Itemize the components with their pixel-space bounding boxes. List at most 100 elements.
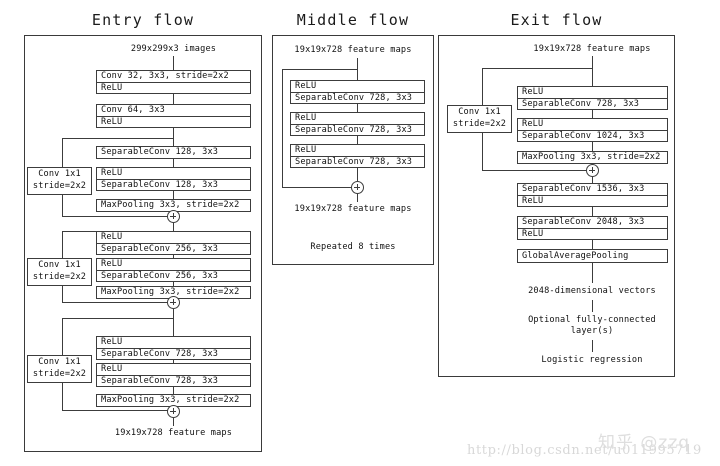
connector (592, 300, 594, 312)
op-line: stride=2x2 (32, 272, 87, 282)
shortcut-branch (282, 69, 284, 188)
connector (592, 110, 594, 118)
exit-flow-title: Exit flow (510, 11, 603, 29)
entry-shortcut-conv1x1-block2: Conv 1x1 stride=2x2 (27, 258, 92, 286)
op-line: ReLU (97, 82, 250, 93)
connector (592, 240, 594, 249)
connector (173, 360, 175, 363)
op-line: ReLU (101, 232, 123, 243)
op-line: ReLU (522, 87, 544, 98)
op-line: Conv 1x1 (38, 169, 81, 180)
op-line: SeparableConv 1536, 3x3 (522, 184, 645, 195)
shortcut-branch (62, 138, 174, 140)
op-line: SeparableConv 728, 3x3 (518, 98, 667, 109)
op-line: ReLU (101, 259, 123, 270)
middle-repeat-caption: Repeated 8 times (310, 242, 396, 252)
op-line: SeparableConv 728, 3x3 (97, 348, 250, 359)
op-line: SeparableConv 728, 3x3 (97, 375, 250, 386)
csdn-url-watermark: http://blog.csdn.net/u011995719 (467, 443, 702, 458)
middle-sepconv-block-3: ReLU SeparableConv 728, 3x3 (290, 144, 425, 168)
entry-shortcut-conv1x1-block3: Conv 1x1 stride=2x2 (27, 355, 92, 383)
connector (173, 223, 175, 231)
connector (592, 340, 594, 352)
connector (592, 56, 594, 86)
add-node (167, 210, 180, 223)
entry-sepconv-728-a: ReLU SeparableConv 728, 3x3 (96, 336, 251, 360)
op-line: stride=2x2 (452, 119, 507, 129)
entry-input-caption: 299x299x3 images (130, 44, 217, 54)
connector (357, 168, 359, 181)
op-line: ReLU (101, 364, 123, 375)
entry-sepconv-128-b: ReLU SeparableConv 128, 3x3 (96, 167, 251, 191)
connector (173, 191, 175, 199)
op-line: ReLU (295, 145, 317, 156)
connector (173, 282, 175, 286)
op-line: ReLU (518, 195, 667, 206)
shortcut-branch (62, 216, 168, 218)
connector (592, 207, 594, 216)
exit-global-average-pooling: GlobalAveragePooling (517, 249, 668, 263)
entry-sepconv-256-a: ReLU SeparableConv 256, 3x3 (96, 231, 251, 255)
entry-sepconv-256-b: ReLU SeparableConv 256, 3x3 (96, 258, 251, 282)
shortcut-branch (62, 410, 168, 412)
exit-vectors-caption: 2048-dimensional vectors (528, 286, 656, 296)
op-line: ReLU (295, 113, 317, 124)
entry-shortcut-conv1x1-block1: Conv 1x1 stride=2x2 (27, 167, 92, 195)
entry-block-conv32: Conv 32, 3x3, stride=2x2 ReLU (96, 70, 251, 94)
op-line: ReLU (522, 119, 544, 130)
exit-fc-caption-line1: Optional fully-connected (528, 315, 656, 325)
exit-fc-caption-line2: layer(s) (570, 326, 614, 336)
shortcut-branch (482, 68, 593, 70)
shortcut-branch (282, 69, 358, 71)
exit-input-caption: 19x19x728 feature maps (533, 44, 651, 54)
shortcut-branch (282, 187, 352, 189)
middle-input-caption: 19x19x728 feature maps (294, 45, 412, 55)
middle-sepconv-block-2: ReLU SeparableConv 728, 3x3 (290, 112, 425, 136)
exit-sepconv-1024: ReLU SeparableConv 1024, 3x3 (517, 118, 668, 142)
op-line: SeparableConv 1024, 3x3 (518, 130, 667, 141)
op-line: ReLU (101, 168, 123, 179)
add-node (167, 296, 180, 309)
op-line: SeparableConv 728, 3x3 (291, 92, 424, 103)
middle-output-caption: 19x19x728 feature maps (294, 204, 412, 214)
exit-shortcut-conv1x1: Conv 1x1 stride=2x2 (447, 105, 512, 133)
op-line: SeparableConv 128, 3x3 (97, 179, 250, 190)
shortcut-branch (482, 170, 587, 172)
connector (173, 94, 175, 104)
op-line: Conv 32, 3x3, stride=2x2 (101, 71, 229, 82)
add-node (351, 181, 364, 194)
connector (173, 309, 175, 336)
entry-sepconv-128-a: SeparableConv 128, 3x3 (96, 146, 251, 159)
connector (592, 263, 594, 283)
entry-output-caption: 19x19x728 feature maps (114, 428, 233, 438)
op-line: ReLU (101, 337, 123, 348)
connector (173, 128, 175, 146)
connector (357, 194, 359, 202)
op-line: Conv 64, 3x3 (101, 105, 165, 116)
add-node (167, 405, 180, 418)
exit-sepconv-728: ReLU SeparableConv 728, 3x3 (517, 86, 668, 110)
exit-sepconv-2048: SeparableConv 2048, 3x3 ReLU (517, 216, 668, 240)
op-line: Conv 1x1 (38, 357, 81, 368)
cropped-header-sliver (0, 0, 720, 8)
connector (592, 142, 594, 151)
op-line: ReLU (97, 116, 250, 127)
exit-logistic-caption: Logistic regression (541, 355, 643, 365)
connector (173, 255, 175, 258)
exit-sepconv-1536: SeparableConv 1536, 3x3 ReLU (517, 183, 668, 207)
middle-flow-title: Middle flow (296, 11, 410, 29)
op-line: stride=2x2 (32, 369, 87, 379)
connector (173, 387, 175, 394)
entry-flow-title: Entry flow (91, 11, 195, 29)
op-line: Conv 1x1 (38, 260, 81, 271)
add-node (586, 164, 599, 177)
connector (357, 104, 359, 112)
connector (173, 159, 175, 167)
connector (173, 56, 175, 70)
op-line: SeparableConv 728, 3x3 (291, 124, 424, 135)
connector (357, 136, 359, 144)
op-line: SeparableConv 256, 3x3 (97, 270, 250, 281)
op-line: SeparableConv 256, 3x3 (97, 243, 250, 254)
shortcut-branch (62, 318, 174, 320)
shortcut-branch (62, 302, 168, 304)
